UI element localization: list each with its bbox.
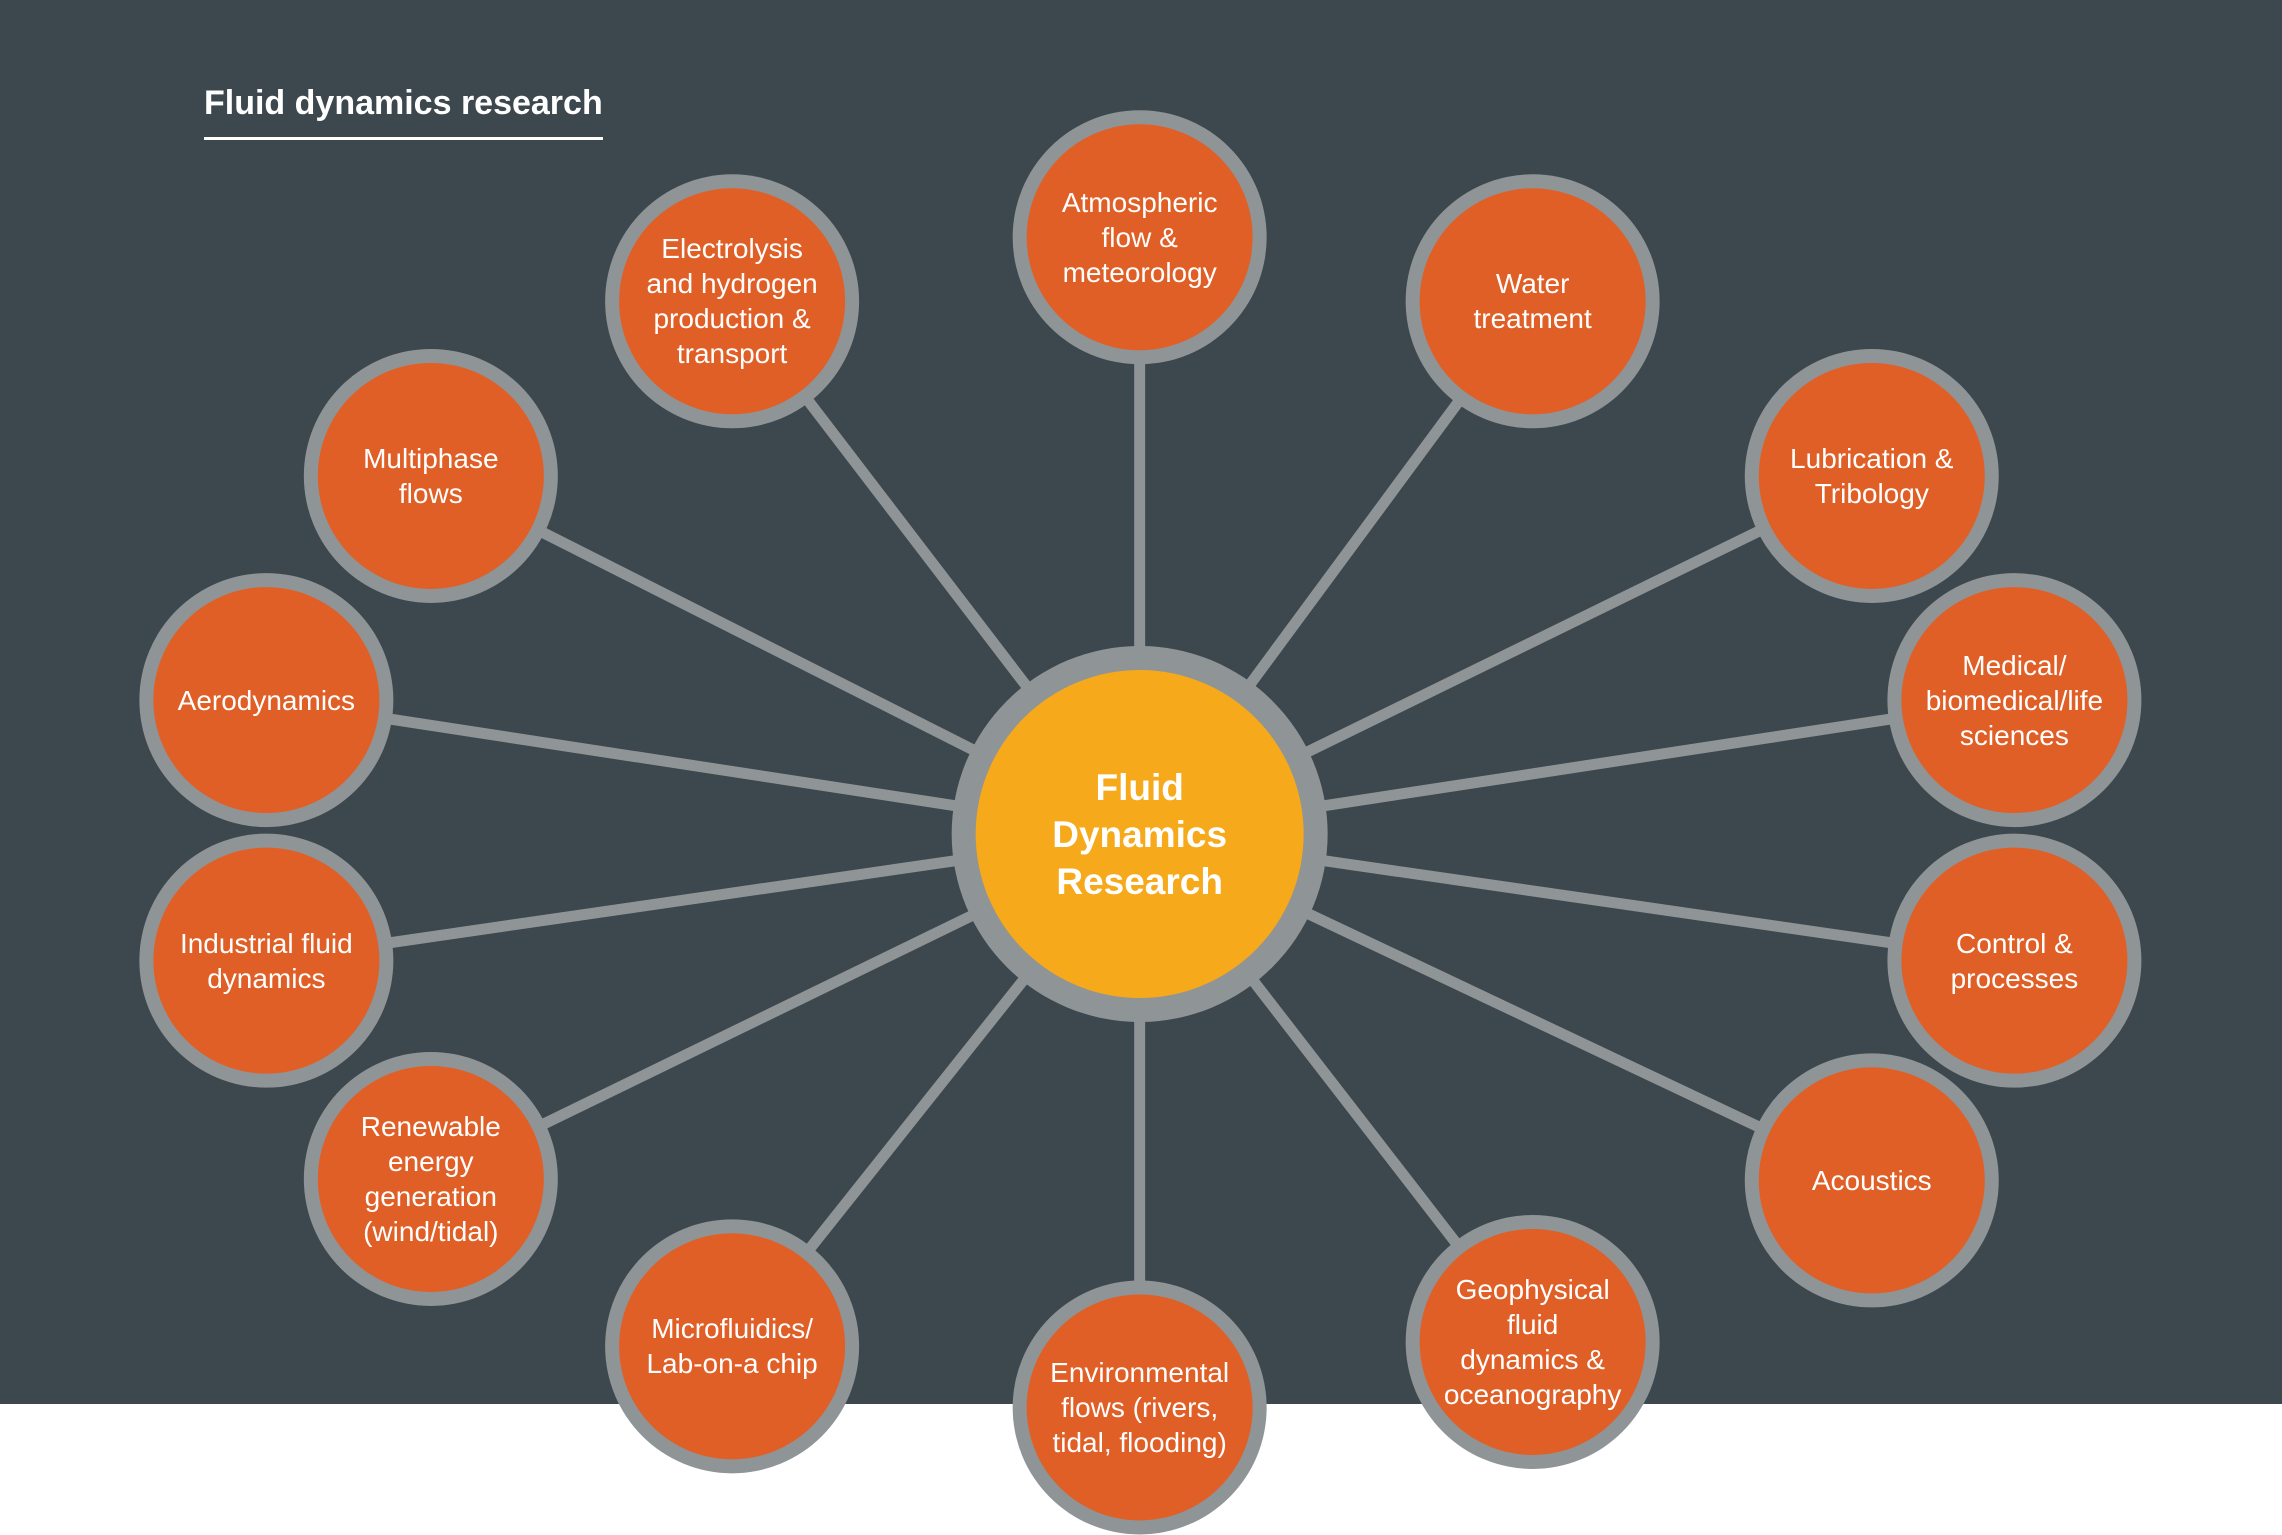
node-circle — [1026, 1294, 1253, 1521]
node-circle — [317, 362, 544, 589]
node-circle — [1419, 188, 1646, 415]
node-label: Medical/ biomedical/life sciences — [1925, 649, 2104, 751]
node-label: Water treatment — [1473, 268, 1592, 335]
node-label: Geophysical fluid dynamics & oceanograph… — [1443, 1273, 1622, 1410]
node-circle — [153, 847, 380, 1074]
node-circle — [1758, 1067, 1985, 1294]
center-circle — [975, 670, 1304, 999]
node-label: Multiphase flows — [363, 442, 499, 509]
center-label: Fluid Dynamics Research — [1052, 766, 1228, 902]
node-circle — [619, 188, 846, 415]
node-circle — [619, 1233, 846, 1460]
node-label: Acoustics — [1811, 1164, 1932, 1196]
node-circle — [1026, 124, 1253, 351]
node-label: Control & processes — [1950, 927, 2079, 994]
node-circle — [1901, 587, 2128, 814]
node-circle — [1901, 847, 2128, 1074]
node-circle — [1758, 362, 1985, 589]
node-label: Lubrication & Tribology — [1790, 442, 1954, 509]
diagram-title: Fluid dynamics research — [204, 84, 603, 140]
node-circle — [153, 587, 380, 814]
node-label: Aerodynamics — [177, 684, 356, 716]
node-label: Microfluidics/ Lab-on-a chip — [646, 1313, 818, 1380]
node-circle — [1419, 1228, 1646, 1455]
node-label: Renewable energy generation (wind/tidal) — [360, 1110, 501, 1247]
node-label: Environmental flows (rivers, tidal, floo… — [1050, 1356, 1230, 1458]
node-label: Industrial fluid dynamics — [179, 927, 353, 994]
node-circle — [317, 1065, 544, 1292]
node-label: Electrolysis and hydrogen production & t… — [646, 233, 818, 370]
node-label: Atmospheric flow & meteorology — [1061, 186, 1218, 288]
